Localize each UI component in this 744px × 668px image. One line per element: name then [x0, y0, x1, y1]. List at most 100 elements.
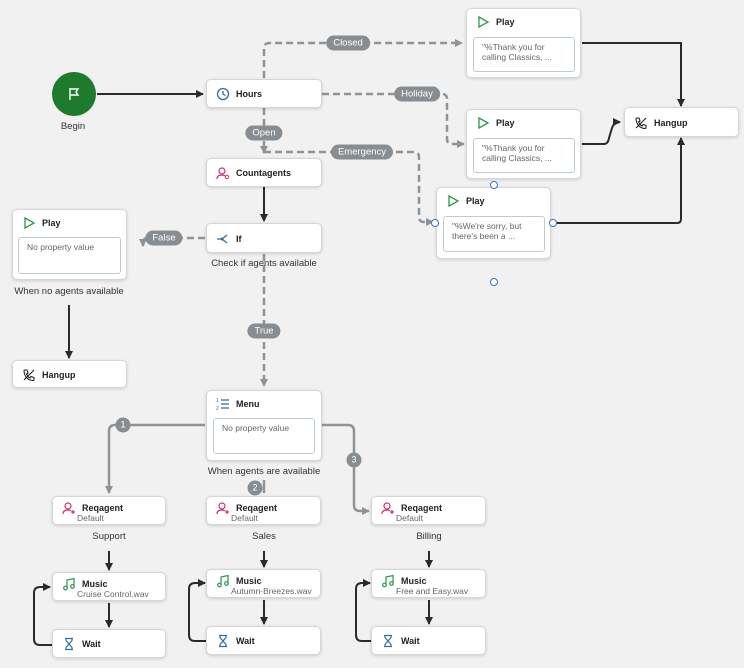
add-agent-icon [381, 502, 394, 515]
music-billing-node[interactable]: Music Free and Easy.wav [371, 569, 486, 598]
edge-playemergency-hangup [552, 137, 685, 224]
play-noagents-caption: When no agents available [14, 286, 124, 297]
wait-billing-node[interactable]: Wait [371, 626, 486, 655]
hangup-title: Hangup [654, 118, 688, 128]
play-closed-value[interactable]: "%Thank you for calling Classics, ... [473, 37, 575, 72]
branch-icon [217, 234, 228, 244]
play-icon [478, 15, 490, 29]
hangup-icon [23, 369, 35, 382]
edge-support-wait-music [33, 583, 52, 646]
play-emergency-node[interactable]: Play "%We're sorry, but there's been a .… [436, 187, 551, 259]
hangup-noagents-node[interactable]: Hangup [12, 360, 127, 388]
reqagent-billing-title: Reqagent [401, 503, 443, 513]
edge-hours-closed [262, 39, 463, 78]
play-emergency-value[interactable]: "%We're sorry, but there's been a ... [443, 216, 545, 252]
hours-node[interactable]: Hours [206, 79, 322, 108]
play-noagents-node[interactable]: Play No property value [12, 209, 127, 280]
music-sales-node[interactable]: Music Autumn-Breezes.wav [206, 569, 321, 598]
reqagent-support-title: Reqagent [82, 503, 124, 513]
begin-label: Begin [60, 121, 86, 132]
hangup-icon [635, 117, 647, 130]
music-sales-file: Autumn-Breezes.wav [231, 586, 312, 596]
menu-option-2-badge: 2 [247, 480, 263, 496]
wait-support-node[interactable]: Wait [52, 629, 166, 658]
hours-title: Hours [236, 89, 263, 99]
wait-billing-title: Wait [401, 636, 420, 646]
edge-billing-wait-music [355, 579, 372, 642]
begin-node[interactable] [52, 72, 96, 116]
play-icon [24, 216, 36, 230]
edge-menu-3 [322, 423, 370, 515]
music-support-file: Cruise Control.wav [77, 589, 149, 599]
hourglass-icon [65, 637, 73, 651]
music-note-icon [63, 577, 75, 591]
if-node[interactable]: If [206, 223, 322, 253]
reqagent-sales-node[interactable]: Reqagent Default [206, 496, 321, 525]
connection-handle-right[interactable] [549, 219, 557, 227]
wait-support-title: Wait [82, 639, 101, 649]
reqagent-billing-sub: Default [396, 513, 423, 523]
play-icon [448, 194, 460, 208]
edge-playclosed-hangup [582, 42, 685, 107]
music-note-icon [382, 574, 394, 588]
music-billing-file: Free and Easy.wav [396, 586, 469, 596]
countagents-title: Countagents [236, 168, 291, 178]
edge-hours-emergency [264, 150, 434, 226]
edge-label-holiday: Holiday [394, 86, 440, 102]
play-closed-node[interactable]: Play "%Thank you for calling Classics, .… [466, 8, 581, 78]
play-noagents-value[interactable]: No property value [18, 237, 121, 274]
menu-value[interactable]: No property value [213, 418, 315, 454]
flag-icon [69, 88, 80, 100]
edge-label-closed: Closed [326, 35, 370, 51]
hangup-node[interactable]: Hangup [624, 107, 739, 137]
play-icon [478, 116, 490, 130]
play-holiday-node[interactable]: Play "%Thank you for calling Classics, .… [466, 109, 581, 179]
music-support-title: Music [82, 579, 108, 589]
edge-label-emergency: Emergency [330, 144, 394, 160]
music-sales-title: Music [236, 576, 262, 586]
countagents-node[interactable]: Countagents [206, 158, 322, 187]
music-billing-title: Music [401, 576, 427, 586]
hourglass-icon [219, 634, 227, 648]
music-note-icon [217, 574, 229, 588]
play-holiday-title: Play [496, 118, 515, 128]
edge-hours-holiday [322, 92, 465, 148]
menu-title: Menu [236, 399, 260, 409]
connection-handle-top[interactable] [490, 181, 498, 189]
edge-label-open: Open [245, 125, 283, 141]
play-emergency-title: Play [466, 196, 485, 206]
svg-text:2: 2 [216, 406, 219, 411]
clock-icon [216, 87, 230, 101]
hourglass-icon [384, 634, 392, 648]
svg-text:1: 1 [216, 398, 219, 404]
if-caption: Check if agents available [211, 258, 317, 269]
play-closed-title: Play [496, 17, 515, 27]
reqagent-support-sub: Default [77, 513, 104, 523]
connection-handle-left[interactable] [431, 219, 439, 227]
connection-handle-bottom[interactable] [490, 278, 498, 286]
edge-menu-1 [105, 423, 205, 494]
branch-caption-sales: Sales [252, 531, 276, 542]
edge-label-true: True [247, 323, 281, 339]
play-noagents-title: Play [42, 218, 61, 228]
hangup-noagents-title: Hangup [42, 370, 76, 380]
add-agent-icon [216, 502, 229, 515]
edge-sales-wait-music [188, 579, 207, 642]
music-support-node[interactable]: Music Cruise Control.wav [52, 572, 166, 601]
wait-sales-title: Wait [236, 636, 255, 646]
reqagent-sales-sub: Default [231, 513, 258, 523]
reqagent-support-node[interactable]: Reqagent Default [52, 496, 166, 525]
numbered-list-icon: 12 [216, 398, 229, 411]
wait-sales-node[interactable]: Wait [206, 626, 321, 655]
reqagent-billing-node[interactable]: Reqagent Default [371, 496, 486, 525]
agent-search-icon [216, 167, 230, 180]
branch-caption-support: Support [92, 531, 126, 542]
if-title: If [236, 234, 242, 244]
play-holiday-value[interactable]: "%Thank you for calling Classics, ... [473, 138, 575, 173]
edge-label-false: False [145, 230, 183, 246]
menu-option-1-badge: 1 [115, 417, 131, 433]
edge-playholiday-hangup [582, 118, 621, 145]
menu-caption: When agents are available [207, 466, 321, 477]
